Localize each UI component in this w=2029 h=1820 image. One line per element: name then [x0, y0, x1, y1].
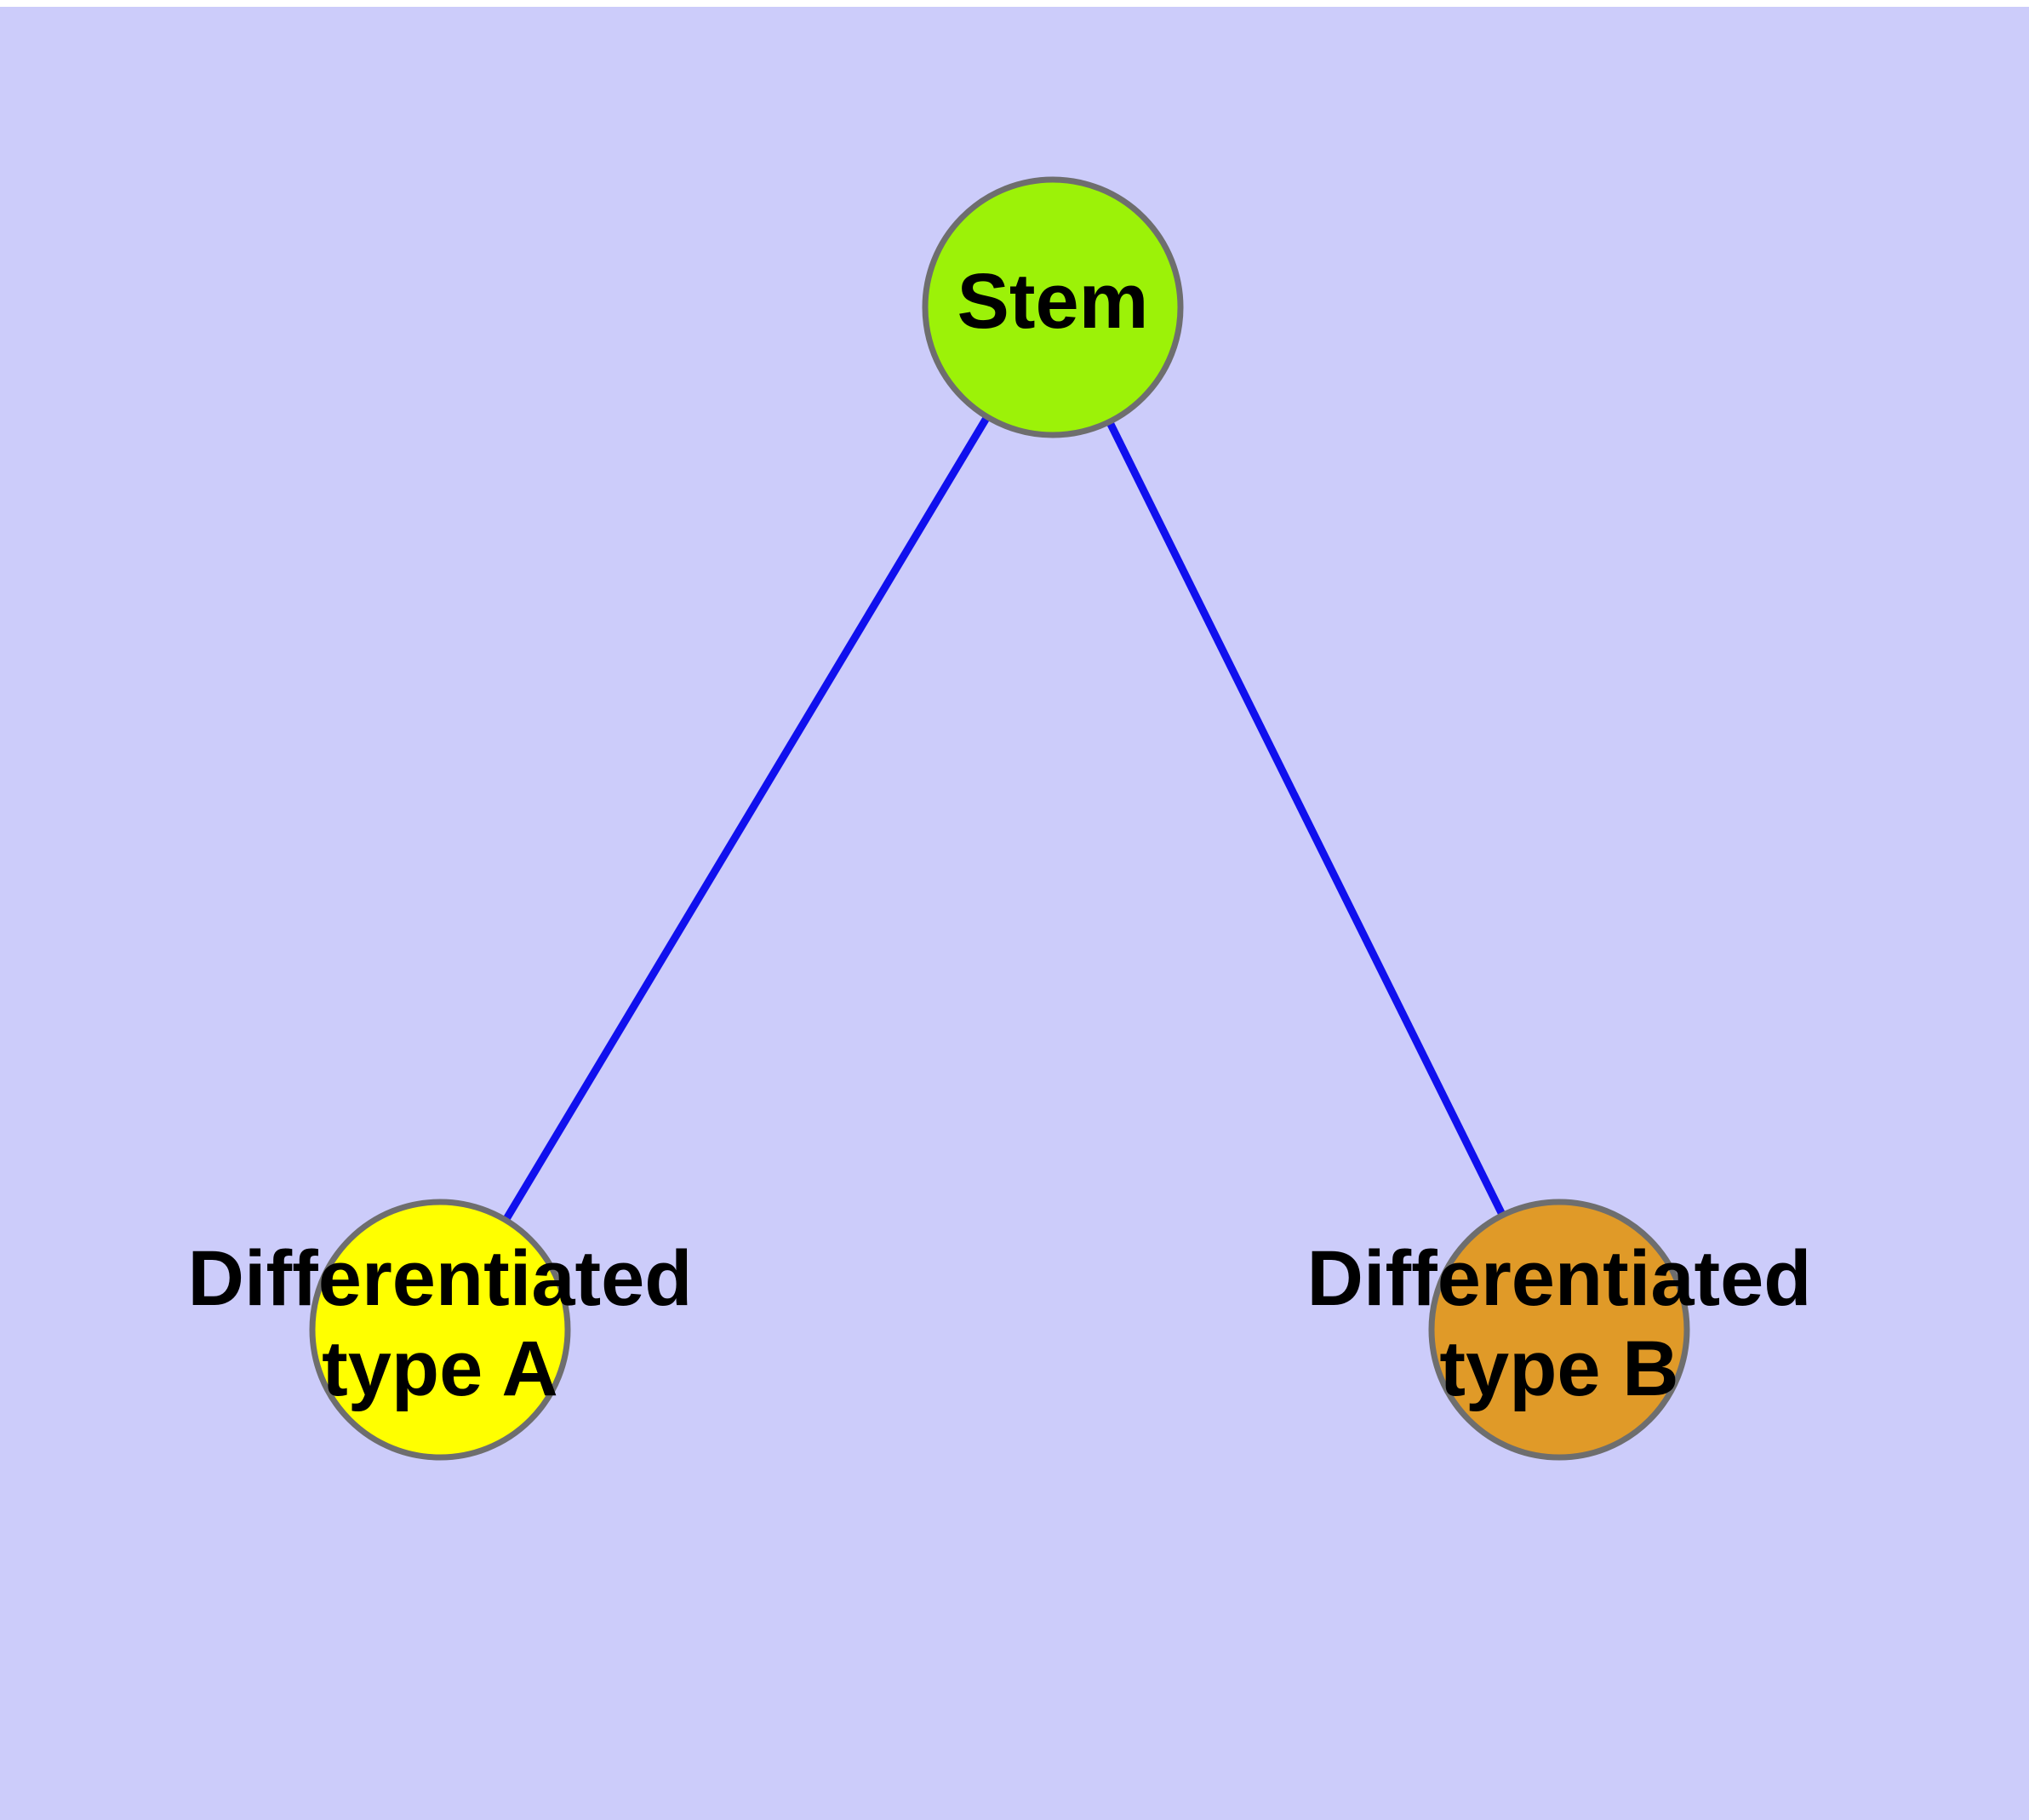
nodes-layer — [309, 176, 1690, 1461]
graph-node-label-line: Differentiated — [188, 1235, 693, 1322]
graph-node-label-line: type A — [322, 1325, 558, 1412]
graph-edge — [500, 412, 992, 1225]
graph-node-label-line: Differentiated — [1307, 1235, 1812, 1322]
graph-node-diff_a[interactable] — [309, 1199, 571, 1461]
graph-node-label-line: type B — [1439, 1325, 1678, 1412]
edges-layer — [500, 412, 1507, 1225]
graph-edge — [1105, 417, 1507, 1220]
graph-node-diff_b[interactable] — [1428, 1199, 1690, 1461]
graph-node-label-stem: Stem — [957, 258, 1149, 345]
graph-node-label-line: Stem — [957, 258, 1149, 345]
graph-node-stem[interactable] — [922, 176, 1184, 438]
